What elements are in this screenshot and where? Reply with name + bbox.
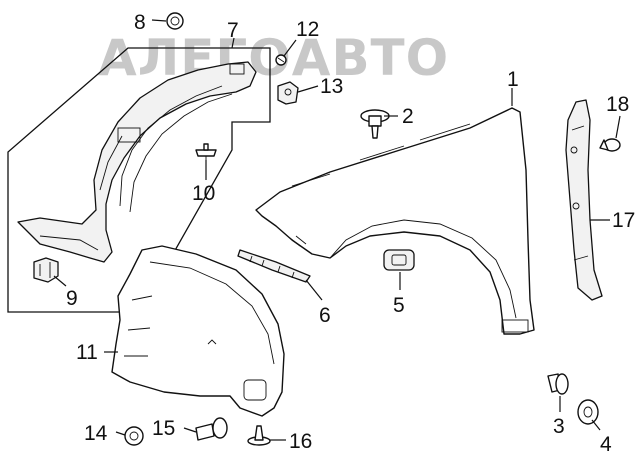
- watermark-text: АЛЕГОАВТО: [98, 29, 449, 87]
- part-7-fender-liner: [17, 61, 257, 263]
- part-11-fender-liner: [111, 245, 285, 417]
- part-4-nut: [577, 399, 599, 425]
- callout-17: 17: [612, 209, 635, 232]
- callout-9: 9: [66, 287, 78, 310]
- callout-4: 4: [600, 433, 612, 456]
- part-17-fender-bracket: [565, 99, 603, 301]
- part-6-seal-strip: [237, 249, 311, 283]
- callout-11: 11: [76, 341, 98, 364]
- part-9-clip: [33, 257, 59, 283]
- callout-14: 14: [84, 422, 108, 445]
- part-5-grommet: [383, 249, 415, 271]
- part-18-push-pin: [599, 138, 621, 152]
- callout-8: 8: [134, 11, 146, 34]
- callout-15: 15: [152, 417, 175, 440]
- callout-5: 5: [393, 294, 405, 317]
- part-12-clip: [275, 54, 287, 66]
- part-14-nut: [124, 426, 144, 446]
- inset-panel-outline: [7, 47, 271, 313]
- callout-12: 12: [296, 18, 319, 41]
- callout-2: 2: [402, 105, 414, 128]
- callout-13: 13: [320, 75, 343, 98]
- part-16-push-pin: [247, 425, 271, 446]
- part-3-bolt: [547, 373, 569, 395]
- leader-lines: [53, 19, 621, 441]
- callout-labels: 1 2 3 4 5 6 7 8 9 10 11 12 13 14 15 16 1…: [66, 11, 635, 456]
- callout-16: 16: [289, 430, 312, 453]
- part-1-front-fender: [255, 107, 535, 335]
- callout-7: 7: [227, 19, 239, 42]
- part-8-nut: [166, 12, 184, 30]
- callout-3: 3: [553, 415, 565, 438]
- callout-6: 6: [319, 304, 331, 327]
- callout-18: 18: [606, 93, 629, 116]
- part-13-bracket: [277, 81, 299, 105]
- part-15-screw: [195, 417, 228, 441]
- callout-1: 1: [507, 68, 519, 91]
- part-2-bolt: [360, 109, 390, 139]
- callout-10: 10: [192, 182, 215, 205]
- part-10-push-pin: [195, 143, 217, 160]
